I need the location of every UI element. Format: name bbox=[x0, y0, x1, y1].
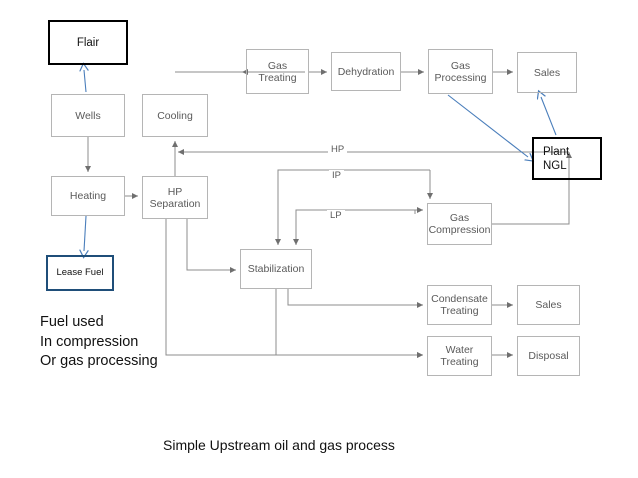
wire-stabilization-to-water bbox=[275, 289, 423, 358]
node-lease-fuel-label: Lease Fuel bbox=[56, 267, 104, 278]
node-heating[interactable]: Heating bbox=[51, 176, 125, 216]
wire-stabilization-to-condensate bbox=[287, 289, 423, 308]
node-water-treating[interactable]: Water Treating bbox=[427, 336, 492, 376]
fuel-usage-note: Fuel used In compression Or gas processi… bbox=[40, 314, 158, 369]
node-gas-processing[interactable]: Gas Processing bbox=[428, 49, 493, 94]
node-disposal-label: Disposal bbox=[528, 350, 569, 362]
wire-plant-ngl-to-sales bbox=[541, 97, 557, 136]
node-condensate-treating[interactable]: Condensate Treating bbox=[427, 285, 492, 325]
node-stabilization[interactable]: Stabilization bbox=[240, 249, 312, 289]
node-hp-separation-label: HP Separation bbox=[149, 185, 201, 210]
node-sales-condensate[interactable]: Sales bbox=[517, 285, 580, 325]
diagram-caption: Simple Upstream oil and gas process bbox=[163, 437, 395, 453]
node-lease-fuel[interactable]: Lease Fuel bbox=[46, 255, 114, 291]
node-hp-separation[interactable]: HP Separation bbox=[142, 176, 208, 219]
node-heating-label: Heating bbox=[69, 190, 107, 202]
node-gas-treating[interactable]: Gas Treating bbox=[246, 49, 309, 94]
node-gas-processing-label: Gas Processing bbox=[434, 59, 487, 84]
node-gas-treating-label: Gas Treating bbox=[258, 59, 297, 84]
node-flair-label: Flair bbox=[76, 36, 100, 49]
wire-wells-to-flair bbox=[84, 70, 86, 93]
wire-heating-to-lease-fuel bbox=[84, 215, 86, 251]
node-condensate-treating-label: Condensate Treating bbox=[431, 293, 488, 317]
wire-hpsep-to-stabilization bbox=[186, 219, 236, 273]
wire-lp-to-stabilization-riser bbox=[293, 209, 415, 245]
node-cooling-label: Cooling bbox=[157, 109, 193, 122]
node-water-treating-label: Water Treating bbox=[440, 344, 479, 368]
node-sales-gas[interactable]: Sales bbox=[517, 52, 577, 93]
node-stabilization-label: Stabilization bbox=[247, 263, 305, 275]
stream-label-hp: HP bbox=[328, 144, 348, 155]
node-gas-compression-label: Gas Compression bbox=[428, 212, 491, 236]
stream-label-lp: LP bbox=[327, 210, 345, 221]
node-wells[interactable]: Wells bbox=[51, 94, 125, 137]
node-sales-condensate-label: Sales bbox=[535, 299, 562, 311]
node-sales-gas-label: Sales bbox=[533, 66, 561, 79]
wire-ip-to-stabilization-riser bbox=[275, 169, 430, 245]
node-plant-ngl-label: Plant NGL bbox=[543, 145, 570, 172]
node-cooling[interactable]: Cooling bbox=[142, 94, 208, 137]
node-plant-ngl[interactable]: Plant NGL bbox=[532, 137, 602, 180]
node-wells-label: Wells bbox=[75, 109, 101, 122]
wire-gasprocessing-to-plant-ngl bbox=[447, 94, 528, 157]
node-disposal[interactable]: Disposal bbox=[517, 336, 580, 376]
node-flair[interactable]: Flair bbox=[48, 20, 128, 65]
node-gas-compression[interactable]: Gas Compression bbox=[427, 203, 492, 245]
node-dehydration-label: Dehydration bbox=[337, 65, 395, 78]
node-dehydration[interactable]: Dehydration bbox=[331, 52, 401, 91]
stream-label-ip: IP bbox=[329, 170, 344, 181]
